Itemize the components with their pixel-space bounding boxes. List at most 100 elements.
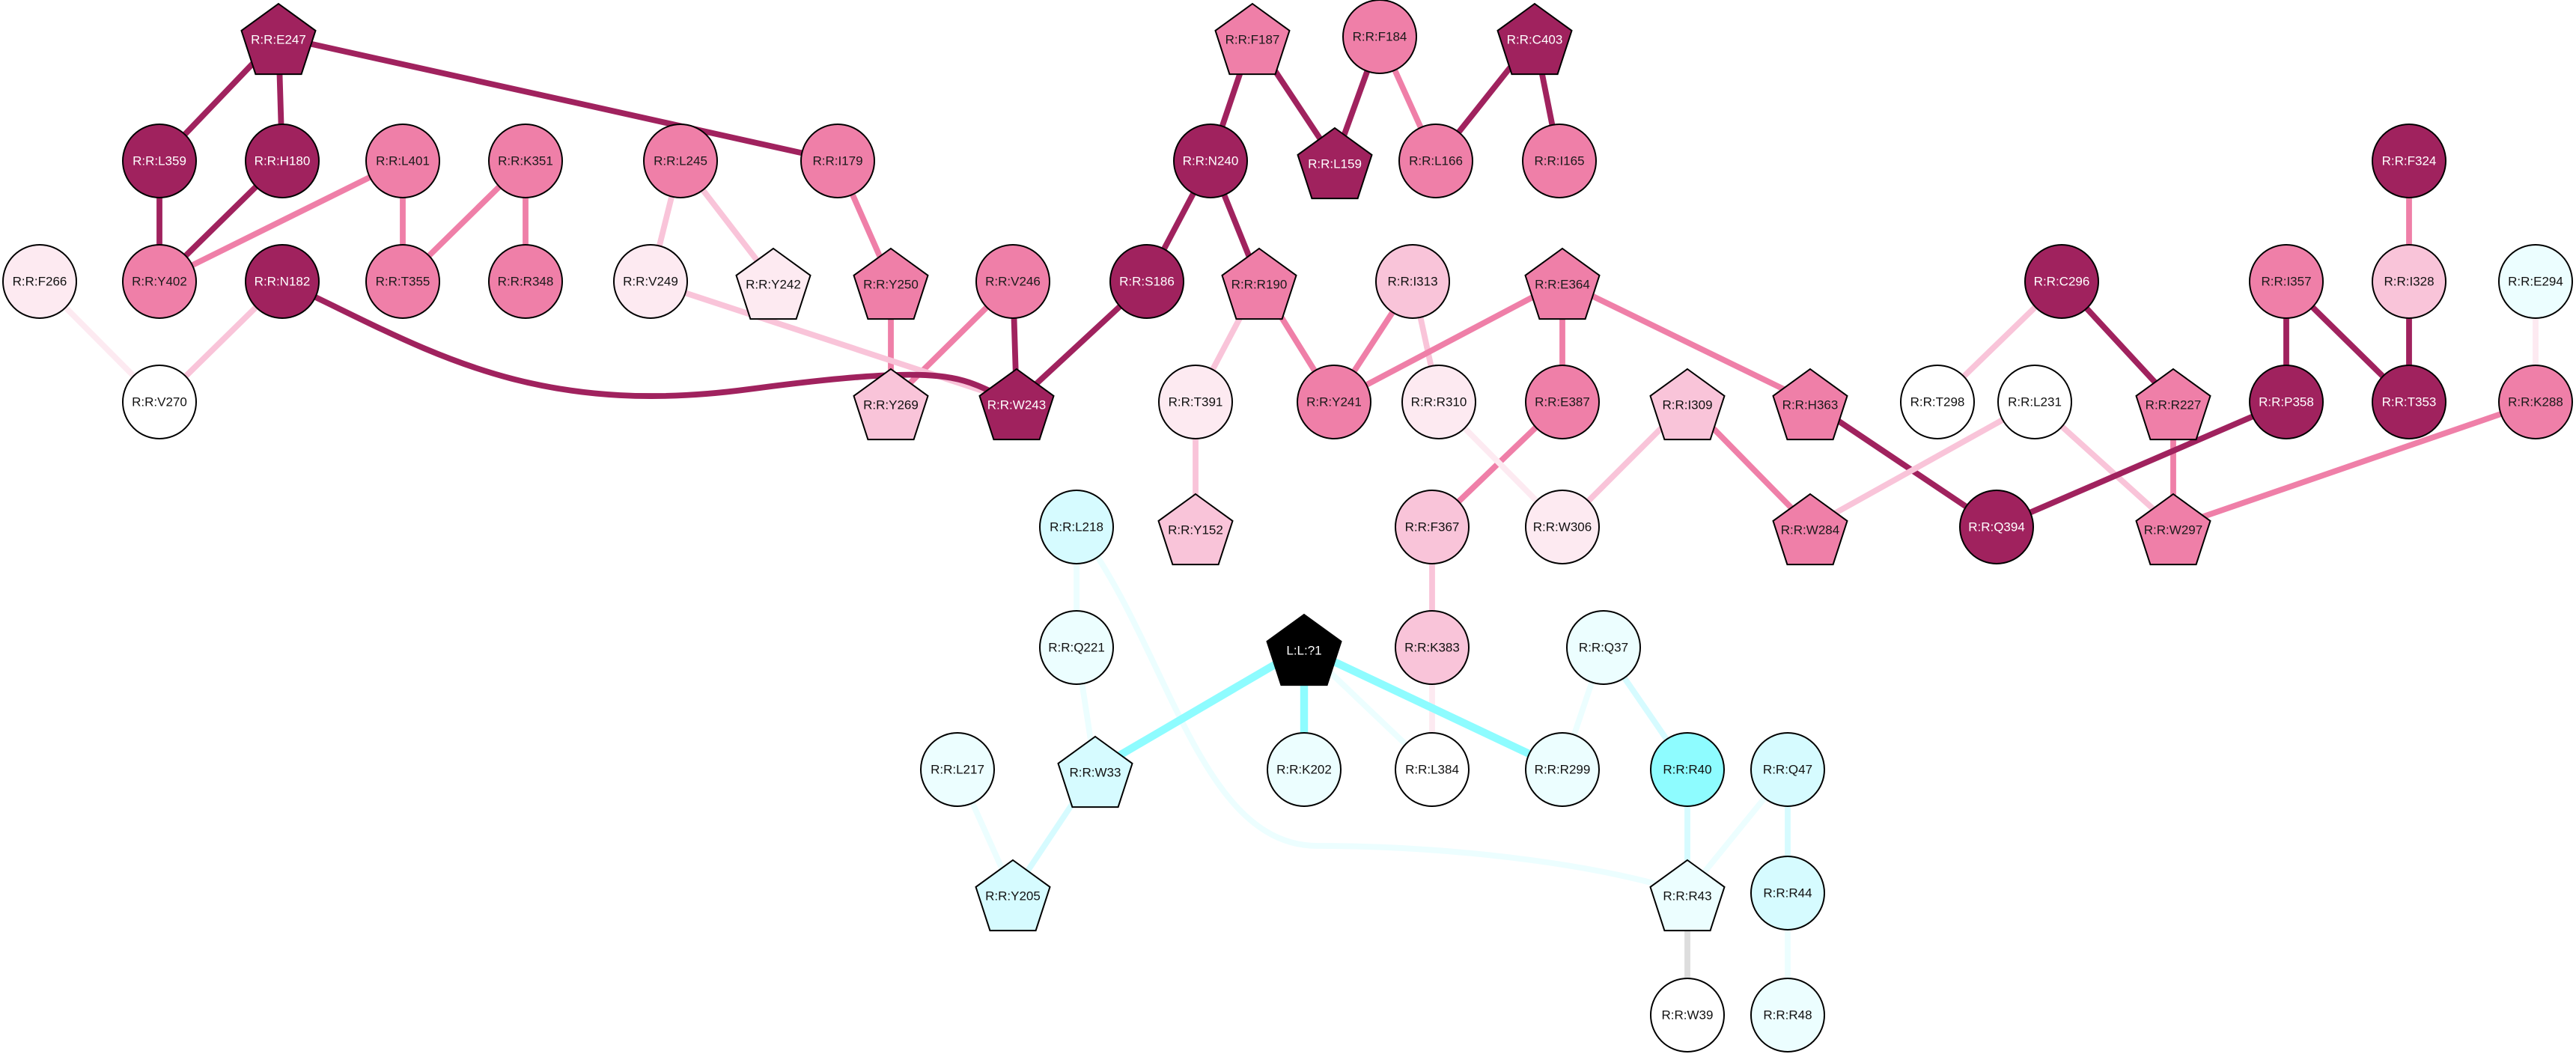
node-circle-shape — [122, 244, 197, 319]
node-label: R:R:I309 — [1662, 398, 1712, 412]
node-n240[interactable]: R:R:N240 — [1173, 124, 1248, 198]
node-f266[interactable]: R:R:F266 — [2, 244, 77, 319]
node-e294[interactable]: R:R:E294 — [2498, 244, 2573, 319]
node-i309[interactable]: R:R:I309 — [1649, 368, 1726, 441]
node-pentagon-shape — [1524, 247, 1601, 320]
node-pentagon-shape — [1772, 368, 1848, 441]
node-s186[interactable]: R:R:S186 — [1109, 244, 1184, 319]
node-t298[interactable]: R:R:T298 — [1900, 365, 1975, 439]
node-r299[interactable]: R:R:R299 — [1525, 732, 1600, 807]
node-l218[interactable]: R:R:L218 — [1039, 490, 1114, 564]
node-pentagon-shape — [853, 368, 929, 441]
node-i357[interactable]: R:R:I357 — [2249, 244, 2324, 319]
node-k351[interactable]: R:R:K351 — [488, 124, 563, 198]
node-e364[interactable]: R:R:E364 — [1524, 247, 1601, 320]
node-r44[interactable]: R:R:R44 — [1750, 856, 1825, 930]
node-v270[interactable]: R:R:V270 — [122, 365, 197, 439]
node-label: R:R:Q37 — [1579, 641, 1628, 655]
node-k288[interactable]: R:R:K288 — [2498, 365, 2573, 439]
edge-k288-w297 — [2170, 399, 2539, 530]
node-l401[interactable]: R:R:L401 — [365, 124, 440, 198]
node-label: R:R:V249 — [623, 275, 678, 289]
node-t355[interactable]: R:R:T355 — [365, 244, 440, 319]
node-t353[interactable]: R:R:T353 — [2372, 365, 2446, 439]
node-label: R:R:L159 — [1308, 157, 1362, 171]
node-i328[interactable]: R:R:I328 — [2372, 244, 2446, 319]
node-e387[interactable]: R:R:E387 — [1525, 365, 1600, 439]
node-e247[interactable]: R:R:E247 — [240, 2, 317, 76]
node-label: R:R:R44 — [1763, 886, 1812, 901]
node-l359[interactable]: R:R:L359 — [122, 124, 197, 198]
node-label: R:R:K202 — [1276, 763, 1332, 777]
node-w306[interactable]: R:R:W306 — [1525, 490, 1600, 564]
node-label: R:R:I179 — [812, 154, 862, 168]
node-label: R:R:R40 — [1663, 763, 1711, 777]
node-circle-shape — [1566, 610, 1641, 685]
node-h180[interactable]: R:R:H180 — [245, 124, 320, 198]
node-circle-shape — [1750, 978, 1825, 1053]
node-r40[interactable]: R:R:R40 — [1650, 732, 1725, 807]
node-f184[interactable]: R:R:F184 — [1342, 0, 1417, 74]
node-circle-shape — [1395, 732, 1470, 807]
node-r43[interactable]: R:R:R43 — [1649, 859, 1726, 932]
node-label: R:R:R348 — [498, 275, 554, 289]
node-label: R:R:R48 — [1763, 1008, 1812, 1023]
node-y250[interactable]: R:R:Y250 — [853, 247, 929, 320]
node-c403[interactable]: R:R:C403 — [1496, 2, 1573, 76]
node-w284[interactable]: R:R:W284 — [1772, 493, 1848, 566]
node-i165[interactable]: R:R:I165 — [1522, 124, 1597, 198]
node-l166[interactable]: R:R:L166 — [1398, 124, 1473, 198]
node-i179[interactable]: R:R:I179 — [800, 124, 875, 198]
node-i313[interactable]: R:R:I313 — [1375, 244, 1450, 319]
node-c296[interactable]: R:R:C296 — [2024, 244, 2099, 319]
node-p358[interactable]: R:R:P358 — [2249, 365, 2324, 439]
node-l159[interactable]: R:R:L159 — [1297, 127, 1373, 200]
node-r48[interactable]: R:R:R48 — [1750, 978, 1825, 1053]
edge-v249-w243 — [648, 278, 1020, 405]
node-y241[interactable]: R:R:Y241 — [1297, 365, 1371, 439]
node-q37[interactable]: R:R:Q37 — [1566, 610, 1641, 685]
node-label: R:R:T298 — [1910, 395, 1965, 409]
node-t391[interactable]: R:R:T391 — [1158, 365, 1233, 439]
node-l231[interactable]: R:R:L231 — [1997, 365, 2072, 439]
node-lig[interactable]: L:L:?1 — [1266, 613, 1342, 686]
node-circle-shape — [1395, 490, 1470, 564]
node-v246[interactable]: R:R:V246 — [975, 244, 1050, 319]
node-y152[interactable]: R:R:Y152 — [1157, 493, 1234, 566]
node-label: R:R:R227 — [2146, 398, 2202, 412]
node-r227[interactable]: R:R:R227 — [2135, 368, 2211, 441]
node-label: R:R:R190 — [1231, 278, 1288, 292]
node-r310[interactable]: R:R:R310 — [1401, 365, 1476, 439]
node-l245[interactable]: R:R:L245 — [643, 124, 718, 198]
node-pentagon-shape — [1266, 613, 1342, 686]
node-v249[interactable]: R:R:V249 — [613, 244, 688, 319]
node-circle-shape — [1525, 490, 1600, 564]
node-q47[interactable]: R:R:Q47 — [1750, 732, 1825, 807]
node-pentagon-shape — [1772, 493, 1848, 566]
node-l217[interactable]: R:R:L217 — [920, 732, 995, 807]
node-k202[interactable]: R:R:K202 — [1267, 732, 1342, 807]
node-q221[interactable]: R:R:Q221 — [1039, 610, 1114, 685]
node-k383[interactable]: R:R:K383 — [1395, 610, 1470, 685]
node-f187[interactable]: R:R:F187 — [1214, 2, 1291, 76]
node-f367[interactable]: R:R:F367 — [1395, 490, 1470, 564]
node-w39[interactable]: R:R:W39 — [1650, 978, 1725, 1053]
node-label: R:R:W39 — [1662, 1008, 1714, 1023]
node-y205[interactable]: R:R:Y205 — [975, 859, 1051, 932]
node-h363[interactable]: R:R:H363 — [1772, 368, 1848, 441]
node-y402[interactable]: R:R:Y402 — [122, 244, 197, 319]
node-q394[interactable]: R:R:Q394 — [1959, 490, 2034, 564]
node-y242[interactable]: R:R:Y242 — [735, 247, 812, 320]
node-w297[interactable]: R:R:W297 — [2135, 493, 2211, 566]
node-r190[interactable]: R:R:R190 — [1221, 247, 1297, 320]
node-pentagon-shape — [978, 368, 1055, 441]
node-w33[interactable]: R:R:W33 — [1057, 735, 1133, 808]
node-label: R:R:Q221 — [1048, 641, 1105, 655]
node-y269[interactable]: R:R:Y269 — [853, 368, 929, 441]
node-r348[interactable]: R:R:R348 — [488, 244, 563, 319]
node-f324[interactable]: R:R:F324 — [2372, 124, 2446, 198]
node-l384[interactable]: R:R:L384 — [1395, 732, 1470, 807]
node-pentagon-shape — [1649, 859, 1726, 932]
node-w243[interactable]: R:R:W243 — [978, 368, 1055, 441]
node-n182[interactable]: R:R:N182 — [245, 244, 320, 319]
